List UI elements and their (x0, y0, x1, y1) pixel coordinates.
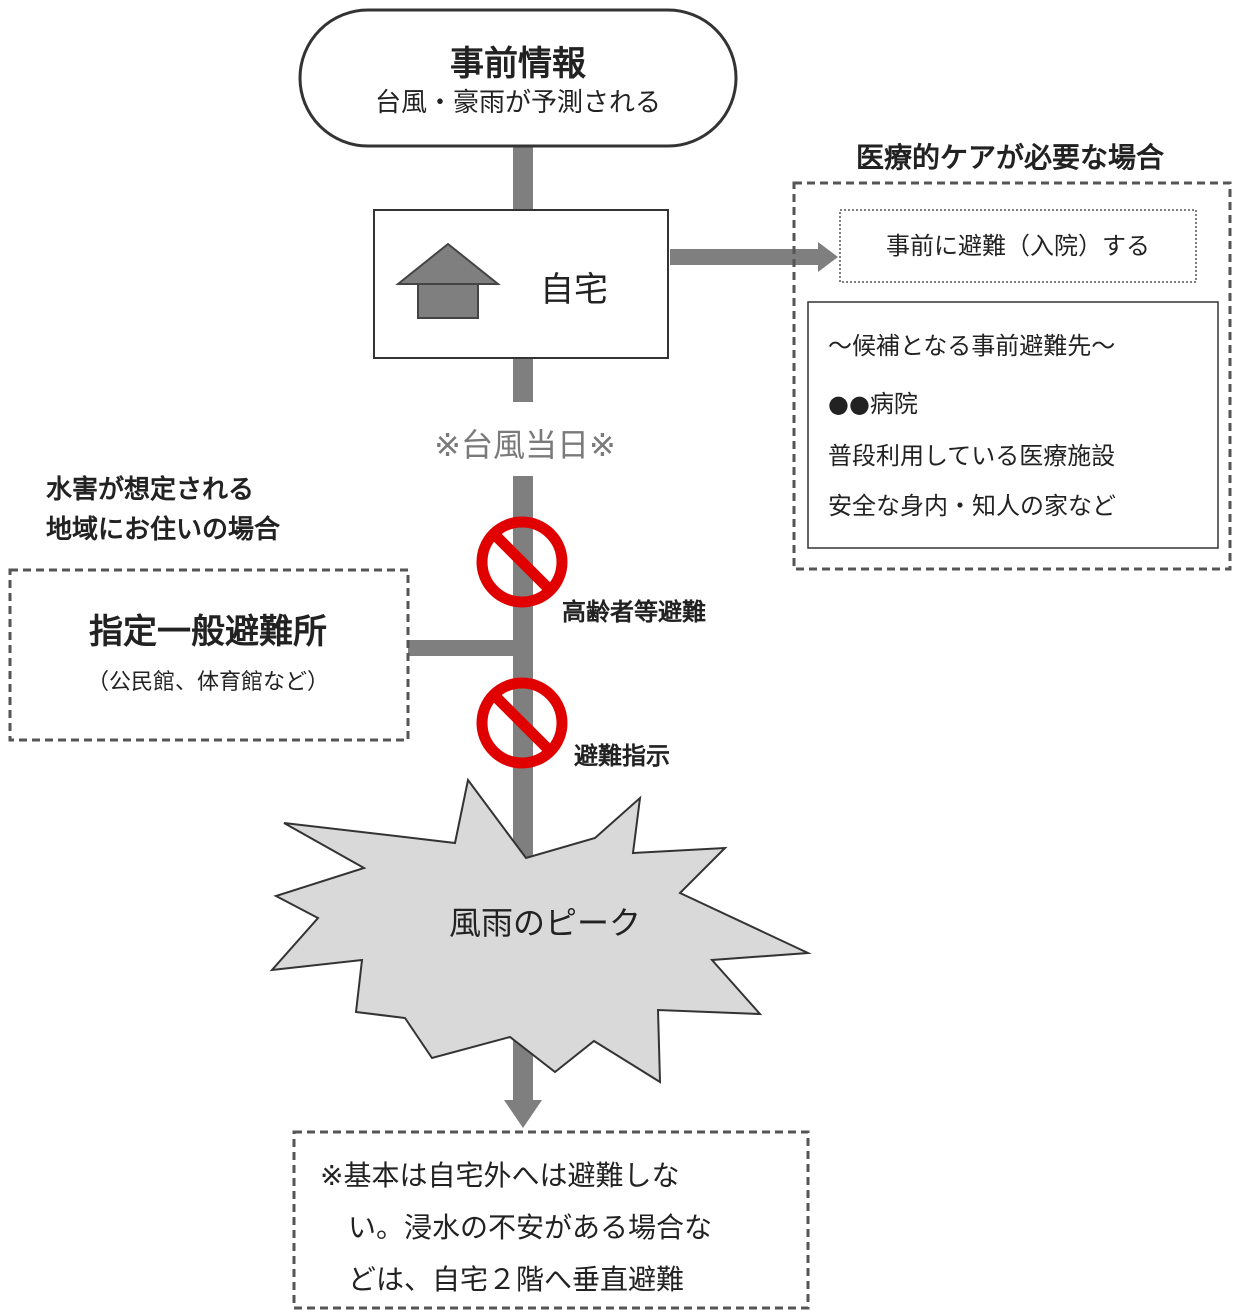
candidate-item: ●●病院 (828, 390, 918, 418)
final-dashed-box (292, 1130, 810, 1310)
final-note-line: い。浸水の不安がある場合な (348, 1211, 713, 1244)
shelter-subtitle: （公民館、体育館など） (86, 670, 329, 695)
start-capsule (298, 8, 738, 148)
alert-elderly-evacuation: 高齢者等避難 (562, 598, 706, 626)
main-line-mid (513, 358, 533, 402)
shelter-dashed-box (8, 568, 410, 742)
flood-area-line1: 水害が想定される (46, 475, 255, 505)
flood-area-heading: 水害が想定される 地域にお住いの場合 (46, 470, 280, 550)
medical-action: 事前に避難（入院）する (886, 232, 1150, 260)
alert-evacuation-order: 避難指示 (574, 742, 670, 770)
typhoon-day-label: ※台風当日※ (434, 426, 616, 464)
start-title: 事前情報 (450, 44, 586, 84)
medical-action-box (839, 209, 1197, 283)
candidates-box (807, 301, 1219, 549)
candidates-heading: 〜候補となる事前避難先〜 (828, 332, 1116, 360)
medical-dashed-box (792, 181, 1232, 571)
final-note: ※基本は自宅外へは避難しな い。浸水の不安がある場合な どは、自宅２階へ垂直避難 (320, 1150, 790, 1306)
no-entry-icon (476, 677, 568, 769)
candidate-item: 安全な身内・知人の家など (828, 492, 1116, 520)
final-note-line: どは、自宅２階へ垂直避難 (348, 1263, 685, 1296)
home-label: 自宅 (540, 270, 608, 310)
medical-heading: 医療的ケアが必要な場合 (855, 141, 1164, 174)
start-subtitle: 台風・豪雨が予測される (374, 88, 661, 118)
medical-arrowhead (818, 242, 838, 272)
peak-burst (269, 777, 812, 1084)
house-icon (395, 242, 501, 319)
final-note-line: ※基本は自宅外へは避難しな (320, 1159, 680, 1192)
shelter-title: 指定一般避難所 (89, 612, 327, 652)
shelter-arrow-shaft (392, 640, 513, 656)
candidate-item: 普段利用している医療施設 (828, 442, 1116, 470)
no-entry-icon (476, 516, 568, 608)
main-arrowhead (504, 1100, 542, 1128)
peak-label: 風雨のピーク (448, 904, 641, 942)
main-line-top (513, 146, 533, 210)
medical-arrow-shaft (670, 249, 820, 265)
flood-area-line2: 地域にお住いの場合 (46, 515, 281, 545)
